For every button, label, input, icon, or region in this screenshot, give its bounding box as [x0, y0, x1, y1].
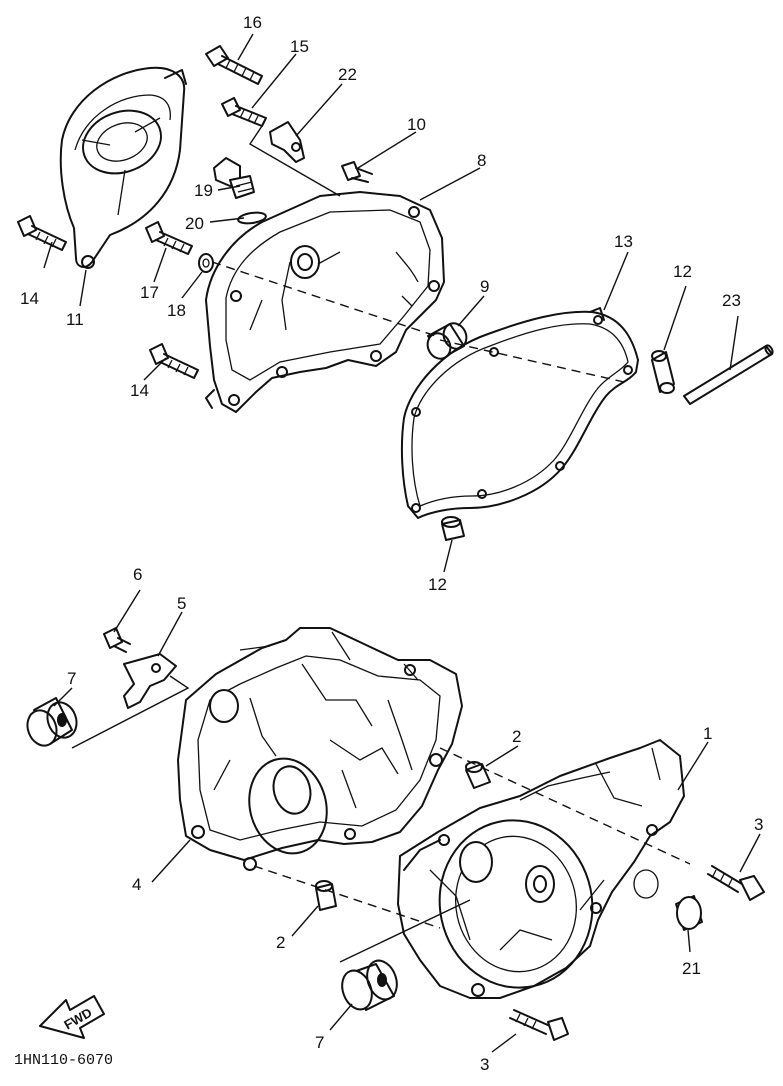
callout-17: 17 [140, 283, 159, 302]
part-22-bracket [269, 121, 305, 163]
part-14-bolt-lower [149, 343, 199, 379]
axis-line-lower-1 [439, 747, 691, 865]
callout-6: 6 [133, 565, 142, 584]
axis-line-lower-2 [253, 865, 441, 929]
callout-1: 1 [703, 724, 712, 743]
part-21-cap [633, 869, 703, 931]
part-7-bushing-left [26, 697, 78, 747]
fwd-arrow: FWD [39, 995, 105, 1039]
callout-2a: 2 [512, 727, 521, 746]
callout-9: 9 [480, 277, 489, 296]
callout-5: 5 [177, 594, 186, 613]
callout-3b: 3 [480, 1055, 489, 1074]
part-11-cover-plate [59, 66, 187, 269]
callout-14b: 14 [130, 381, 149, 400]
part-19-plug [213, 157, 255, 199]
leader-5-7 [71, 675, 190, 749]
part-14-bolt-upper [17, 215, 67, 251]
part-20-o-ring [237, 211, 267, 225]
callout-8: 8 [477, 151, 486, 170]
part-15-bolt [221, 97, 267, 127]
axis-line-upper-1 [211, 261, 437, 337]
drawing-code: 1HN110-6070 [14, 1052, 113, 1069]
callout-15: 15 [290, 37, 309, 56]
callout-leaders [43, 33, 761, 1053]
callout-16: 16 [243, 13, 262, 32]
callout-18: 18 [167, 301, 186, 320]
part-10-bolt [341, 161, 373, 183]
callout-7b: 7 [315, 1033, 324, 1052]
part-12-dowel-lower [441, 516, 465, 541]
part-12-dowel-right [651, 350, 675, 394]
leader-15-22 [249, 125, 341, 197]
callout-10: 10 [407, 115, 426, 134]
callout-2b: 2 [276, 933, 285, 952]
part-23-rod [683, 344, 774, 405]
callout-11: 11 [66, 310, 84, 329]
callout-21: 21 [682, 959, 701, 978]
part-1-crankcase-right [397, 739, 685, 999]
leader-7-lower [339, 899, 471, 963]
callout-numbers: 1 2 2 3 3 4 5 6 7 7 8 9 10 11 12 12 13 1… [20, 13, 763, 1074]
callout-7a: 7 [67, 669, 76, 688]
part-2-dowel-lower [315, 880, 337, 911]
callout-13: 13 [614, 232, 633, 251]
callout-23: 23 [722, 291, 741, 310]
part-13-gasket [400, 307, 639, 519]
part-18-washer [198, 253, 214, 273]
part-8-crankcase-cover [205, 191, 445, 413]
callout-3a: 3 [754, 815, 763, 834]
part-4-crankcase-left [177, 627, 463, 871]
part-5-bracket [123, 653, 177, 709]
callout-19: 19 [194, 181, 213, 200]
callout-12a: 12 [673, 262, 692, 281]
callout-4: 4 [132, 875, 141, 894]
callout-22: 22 [338, 65, 357, 84]
part-17-bolt [145, 221, 193, 255]
callout-14a: 14 [20, 289, 39, 308]
callout-12b: 12 [428, 575, 447, 594]
part-3-bolt-right [707, 865, 765, 901]
part-6-bolt [103, 627, 131, 653]
callout-20: 20 [185, 214, 204, 233]
part-16-bolt [205, 45, 263, 85]
part-3-bolt-lower [509, 1009, 569, 1041]
part-7-bushing-lower [341, 959, 398, 1011]
axis-line-upper-2 [439, 339, 625, 383]
